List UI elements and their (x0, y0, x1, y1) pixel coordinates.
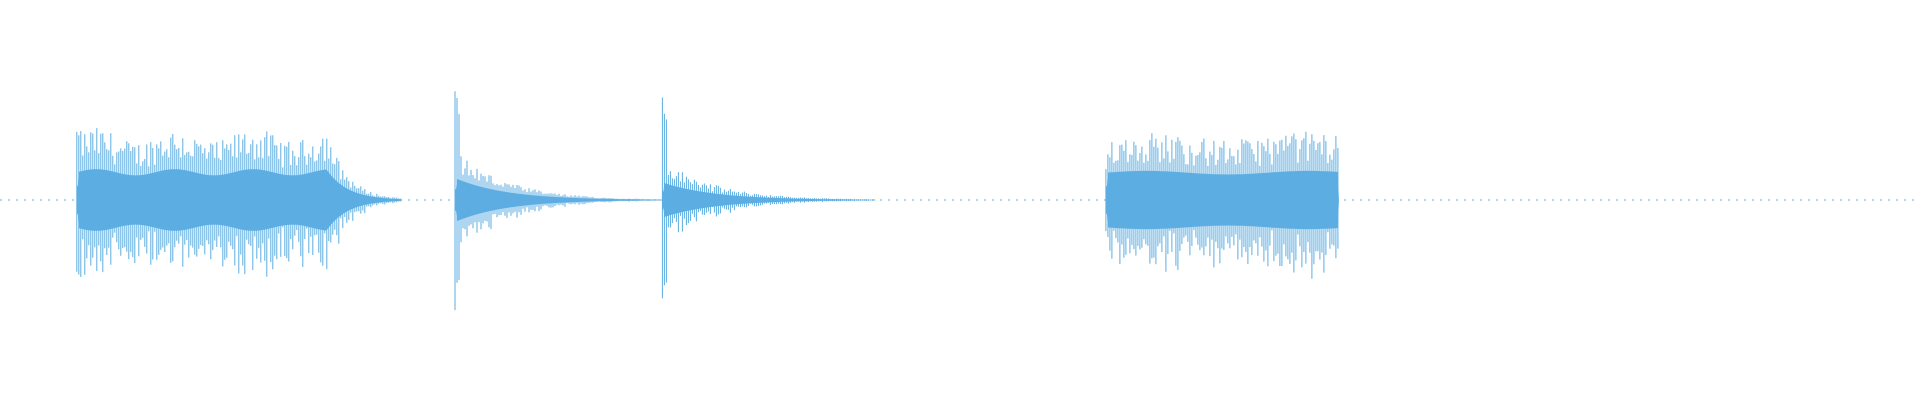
waveform-burst-4 (1105, 131, 1339, 279)
waveform-samples (76, 91, 1342, 311)
waveform-burst-1 (76, 128, 402, 277)
waveform-burst-2-envelope (455, 178, 661, 222)
waveform-burst-3 (661, 97, 875, 299)
waveform-burst-2 (454, 91, 662, 311)
